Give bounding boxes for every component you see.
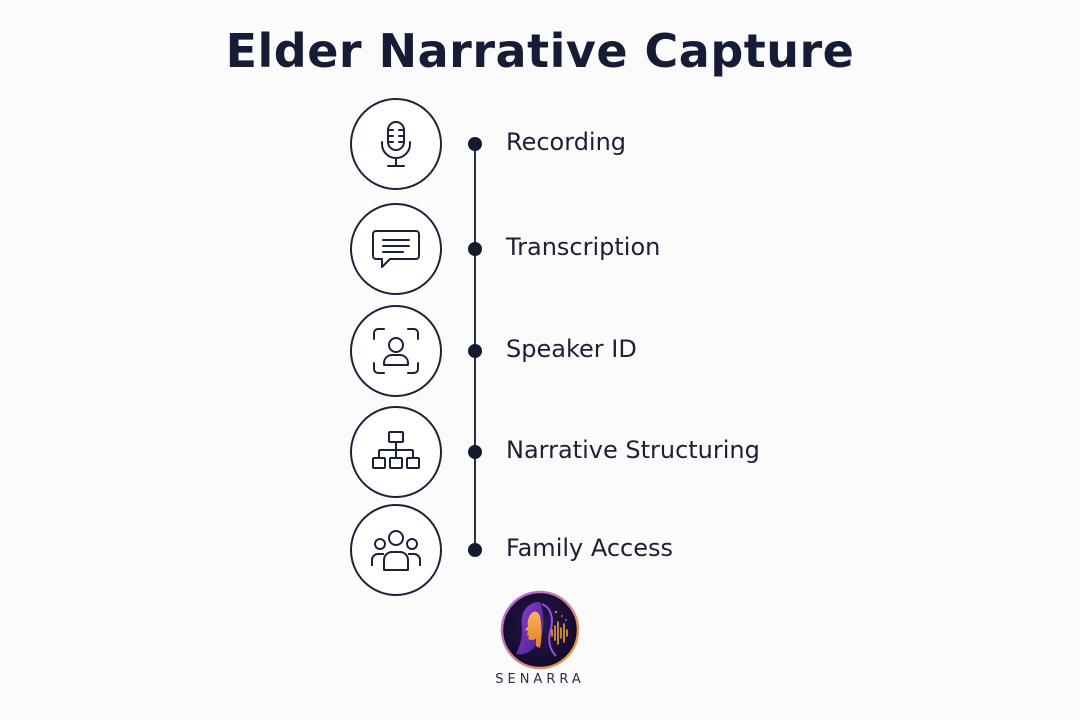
timeline-dot — [468, 344, 482, 358]
step-label: Family Access — [506, 534, 674, 562]
microphone-icon — [350, 98, 442, 190]
step-narrative-structuring: Narrative Structuring — [350, 406, 770, 500]
step-label: Transcription — [506, 233, 661, 261]
woman-profile-soundwave-logo — [500, 590, 580, 670]
diagram-title: Elder Narrative Capture — [225, 24, 855, 78]
timeline-dot — [468, 543, 482, 557]
step-transcription: Transcription — [350, 203, 770, 297]
timeline-dot — [468, 445, 482, 459]
step-label: Recording — [506, 128, 627, 156]
step-label: Narrative Structuring — [506, 436, 760, 464]
brand-name: SENARRA — [495, 672, 585, 687]
timeline-dot — [468, 242, 482, 256]
timeline-dot — [468, 137, 482, 151]
step-family-access: Family Access — [350, 504, 770, 598]
step-label: Speaker ID — [506, 335, 637, 363]
chat-bubble-icon — [350, 203, 442, 295]
face-scan-icon — [350, 305, 442, 397]
step-speaker-id: Speaker ID — [350, 305, 770, 399]
group-icon — [350, 504, 442, 596]
step-recording: Recording — [350, 98, 770, 192]
hierarchy-icon — [350, 406, 442, 498]
